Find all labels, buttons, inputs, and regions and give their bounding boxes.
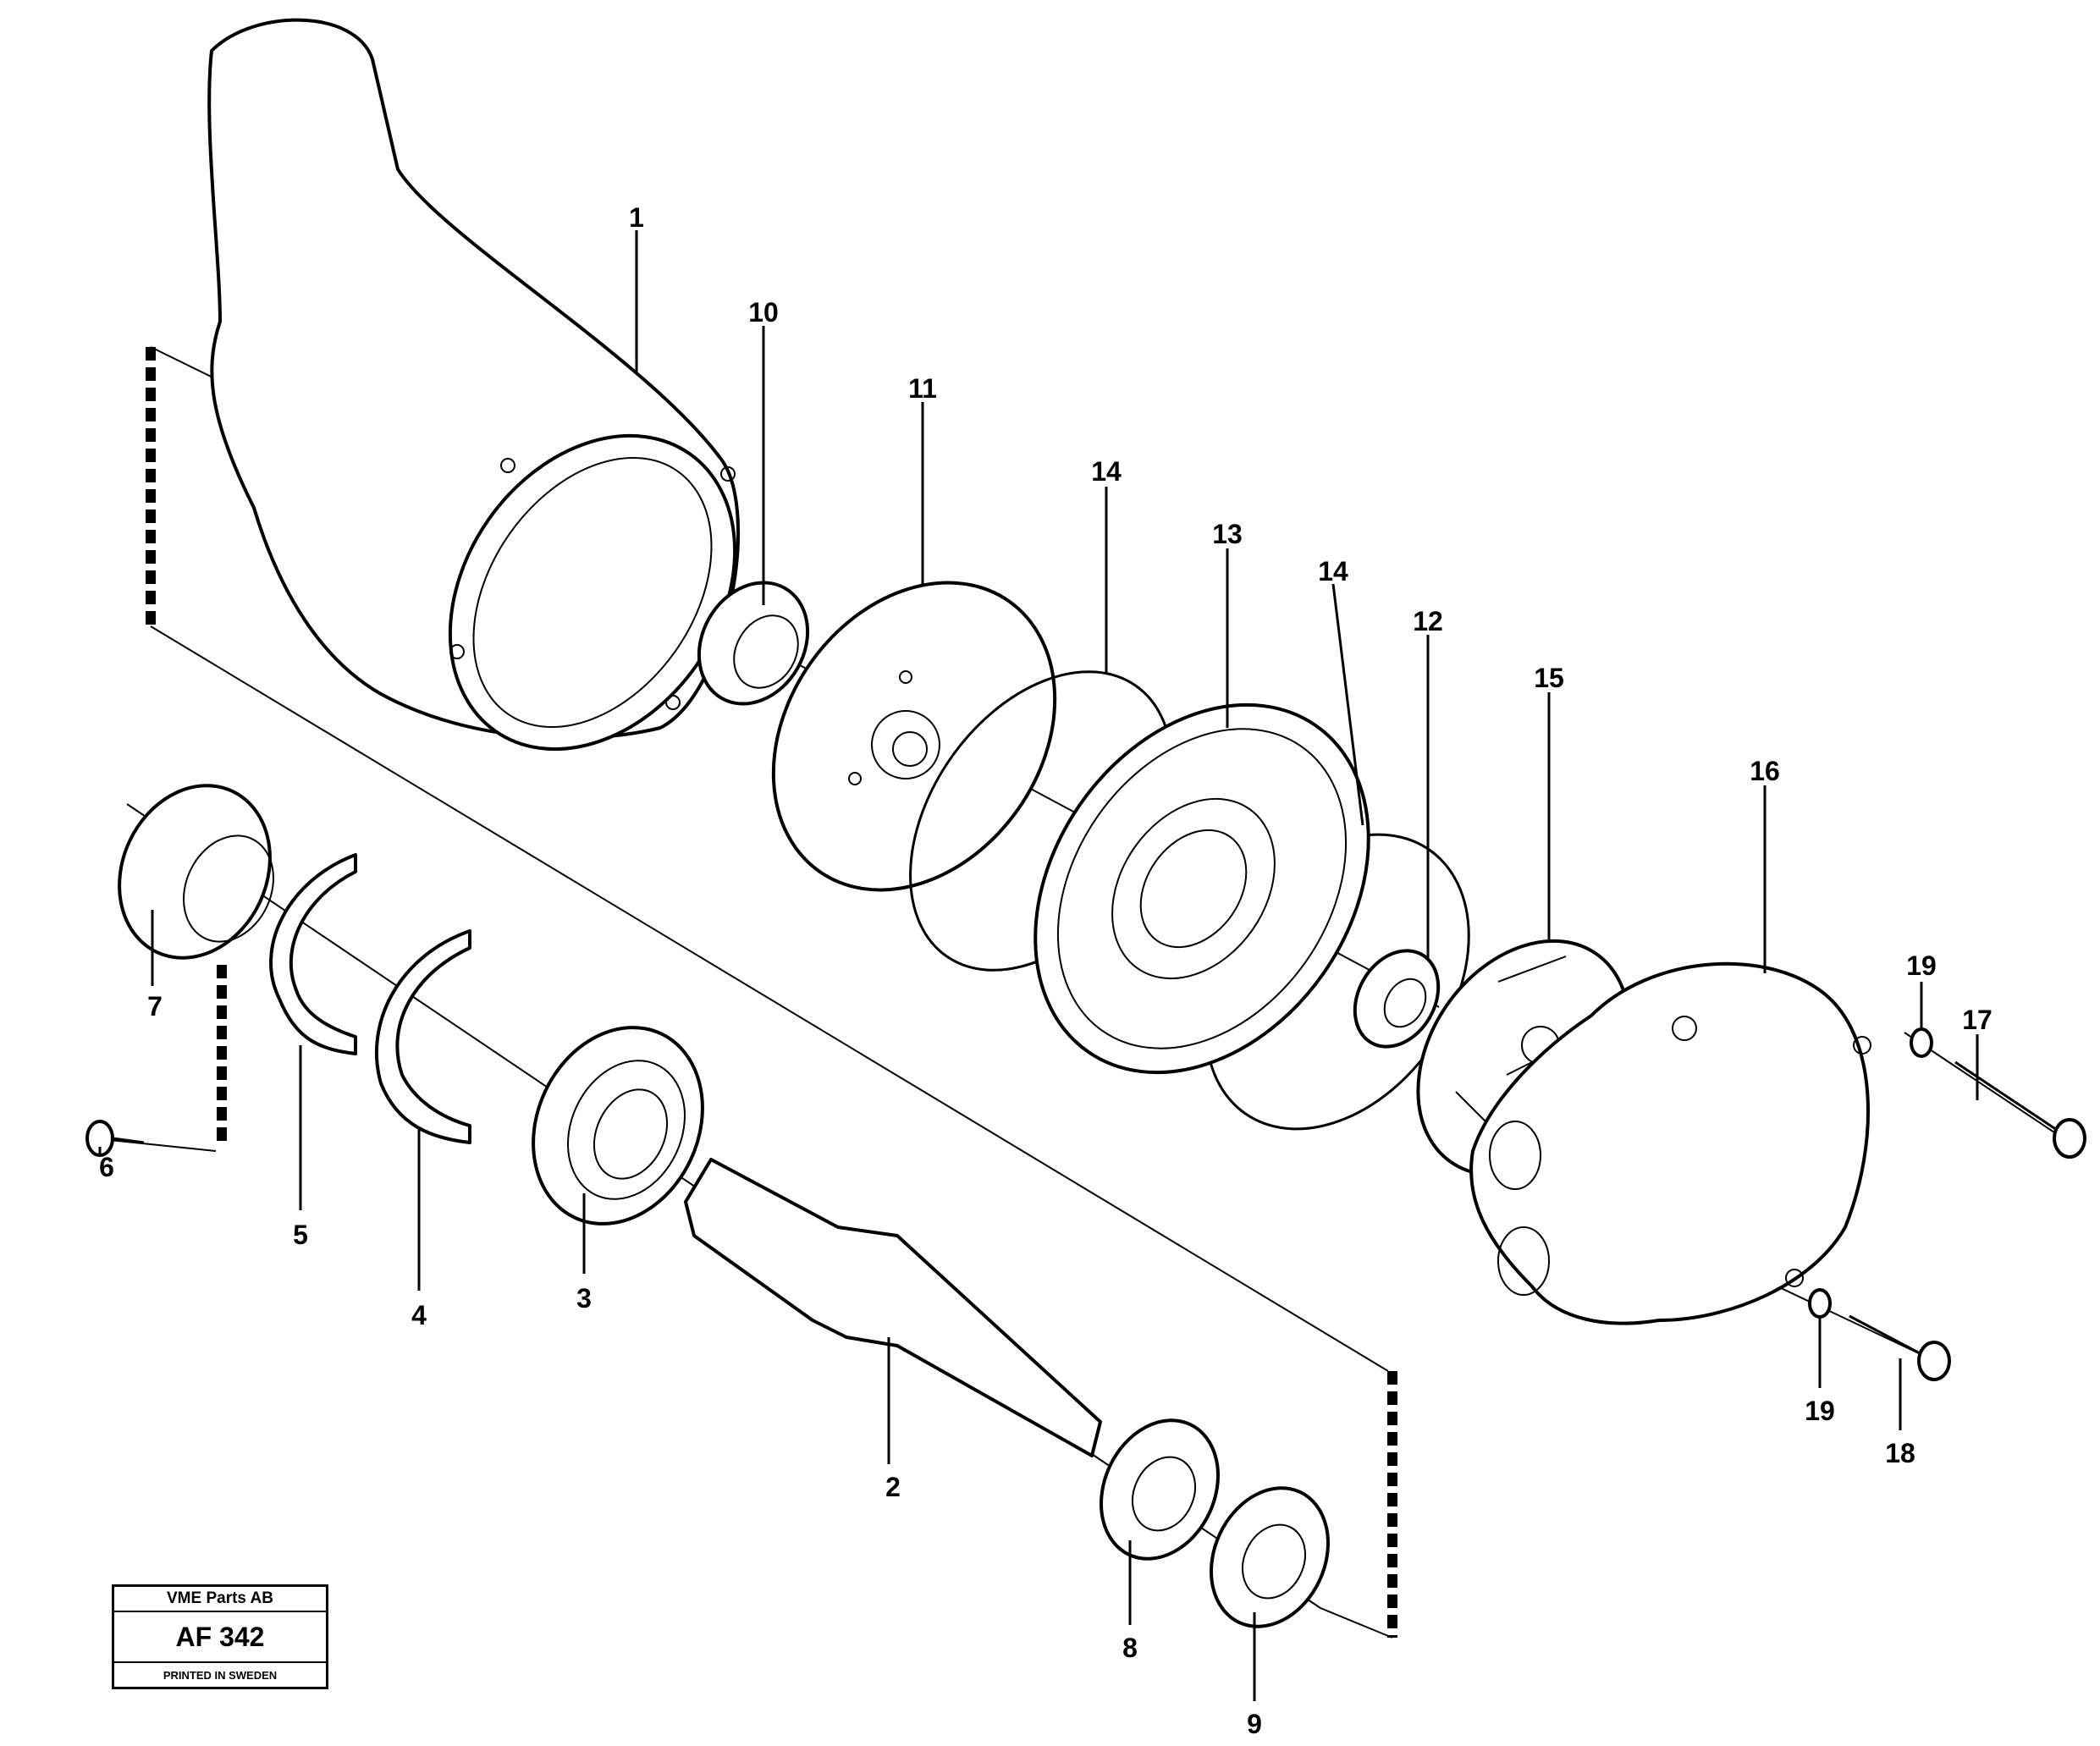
stamp-printed: PRINTED IN SWEDEN: [163, 1669, 278, 1682]
assembly-bracket-bottom: [1320, 1607, 1393, 1639]
callout-7: 7: [147, 991, 163, 1022]
clip-5: [269, 853, 357, 1055]
bearing-9: [1210, 1486, 1330, 1628]
callout-12: 12: [1413, 606, 1443, 636]
bolt-6: [85, 1120, 145, 1157]
callout-4: 4: [411, 1300, 427, 1330]
callout-14-a: 14: [1091, 456, 1122, 487]
bearing-housing-13: [1033, 702, 1370, 1075]
callout-13: 13: [1212, 519, 1243, 549]
callout-2: 2: [885, 1472, 901, 1502]
callout-15: 15: [1534, 663, 1564, 693]
publisher-stamp: VME Parts AB AF 342 PRINTED IN SWEDEN: [112, 1584, 328, 1689]
callout-16: 16: [1750, 756, 1780, 786]
shaft-2: [684, 1158, 1102, 1457]
bearing-12: [1353, 949, 1441, 1049]
stamp-company: VME Parts AB: [114, 1587, 326, 1612]
callout-11: 11: [908, 373, 937, 404]
callout-5: 5: [293, 1220, 308, 1250]
assembly-bracket-diagonal: [150, 625, 1389, 1372]
axis-line-bolt-17: [1904, 1032, 2083, 1152]
bearing-3: [532, 1026, 704, 1226]
callout-19-a: 19: [1906, 950, 1937, 981]
bolt-17: [1954, 1060, 2086, 1159]
callout-10: 10: [748, 297, 779, 328]
callout-17: 17: [1962, 1005, 1993, 1035]
washer-19-a: [1910, 1027, 1933, 1058]
seal-10: [697, 581, 810, 706]
leader-lines: [98, 230, 1979, 1701]
callout-9: 9: [1247, 1709, 1262, 1739]
callout-18: 18: [1885, 1438, 1915, 1468]
stamp-code: AF 342: [114, 1612, 326, 1663]
impeller-plate-11: [771, 581, 1057, 892]
bolt-18: [1849, 1314, 1951, 1381]
callout-1: 1: [629, 202, 644, 233]
pump-cover-16: [1469, 961, 1871, 1325]
washer-19-b: [1808, 1288, 1832, 1319]
callout-19-b: 19: [1805, 1396, 1835, 1426]
callout-8: 8: [1122, 1633, 1138, 1663]
clip-4: [374, 929, 471, 1144]
pump-housing: [207, 18, 741, 752]
gear-7: [118, 784, 274, 960]
callout-14-b: 14: [1318, 556, 1348, 587]
callout-6: 6: [99, 1152, 114, 1182]
callout-3: 3: [576, 1283, 592, 1314]
